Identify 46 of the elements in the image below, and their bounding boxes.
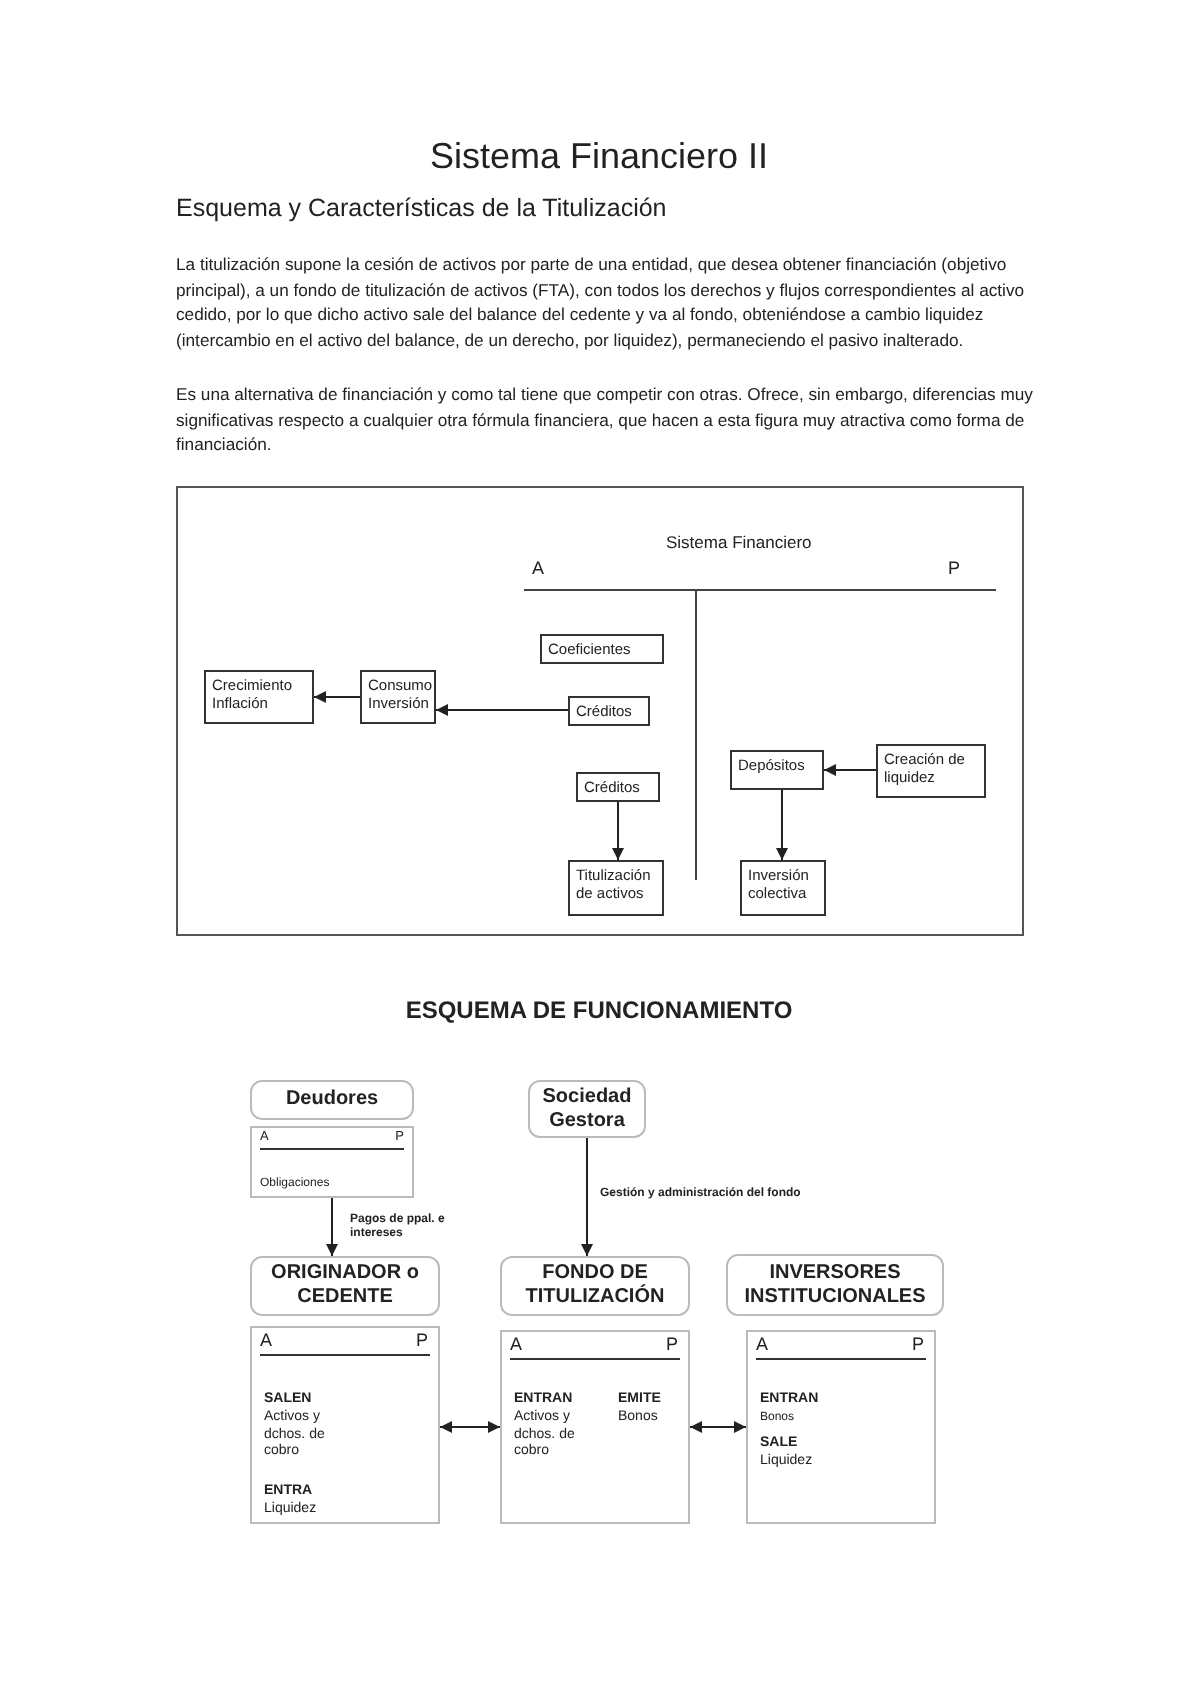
balance-sheet-box <box>746 1330 936 1524</box>
node-label: Deudores <box>283 1088 381 1112</box>
header-box <box>500 1256 690 1316</box>
process-box <box>568 860 664 916</box>
process-box <box>876 744 986 798</box>
process-box <box>540 634 664 664</box>
arrow <box>439 1421 501 1433</box>
column-heading: A <box>532 558 545 578</box>
column-heading: P <box>948 558 961 578</box>
process-box <box>204 670 314 724</box>
balance-sheet-box <box>250 1126 414 1198</box>
column-heading: P <box>665 1334 678 1354</box>
process-box <box>740 860 826 916</box>
process-box <box>360 670 436 724</box>
header-box <box>528 1080 646 1138</box>
arrow <box>326 1197 338 1257</box>
page-title: Sistema Financiero II <box>427 136 771 178</box>
header-box <box>250 1256 440 1316</box>
column-heading: A <box>756 1334 769 1354</box>
arrow <box>776 789 788 861</box>
process-box <box>730 750 824 790</box>
arrow <box>823 764 877 776</box>
process-box <box>576 772 660 802</box>
column-heading: A <box>260 1330 273 1350</box>
column-heading: P <box>911 1334 924 1354</box>
balance-sheet-box <box>250 1326 440 1524</box>
column-heading: A <box>510 1334 523 1354</box>
column-heading: P <box>415 1330 428 1350</box>
process-box <box>568 696 650 726</box>
diagram-heading: ESQUEMA DE FUNCIONAMIENTO <box>403 996 795 1024</box>
arrow <box>435 704 569 716</box>
diagram-heading: Sistema Financiero <box>666 532 812 552</box>
header-box <box>726 1254 944 1316</box>
section-heading: Esquema y Características de la Titulización <box>176 194 667 222</box>
paragraph: Es una alternativa de financiación y como tal tiene que competir con otras. Ofrece, sin embargo, diferencias muy significativas respecto a cualquier otra fórmula financiera, que hacen a esta figura muy atractiva como forma de financiación. <box>176 382 1035 458</box>
arrow <box>689 1421 747 1433</box>
node-label: Sociedad Gestora <box>540 1085 634 1133</box>
header-box <box>250 1080 414 1120</box>
balance-sheet-box <box>500 1330 690 1524</box>
arrow <box>313 691 361 703</box>
paragraph: La titulización supone la cesión de activos por parte de una entidad, que desea obtener financiación (objetivo principal), a un fondo de titulización de activos (FTA), con todos los derechos y flujos correspondientes al activo cedido, por lo que dicho activo sale del balance del cedente y va al fondo, obteniéndose a cambio liquidez (intercambio en el activo del balance, de un derecho, por liquidez), permaneciendo el pasivo inalterado. <box>176 252 1027 353</box>
node-label: ORIGINADOR o CEDENTE <box>269 1262 421 1310</box>
node-label: FONDO DE TITULIZACIÓN <box>523 1262 667 1310</box>
arrow <box>581 1137 593 1257</box>
arrow <box>612 799 624 861</box>
node-label: INVERSORES INSTITUCIONALES <box>742 1261 928 1309</box>
